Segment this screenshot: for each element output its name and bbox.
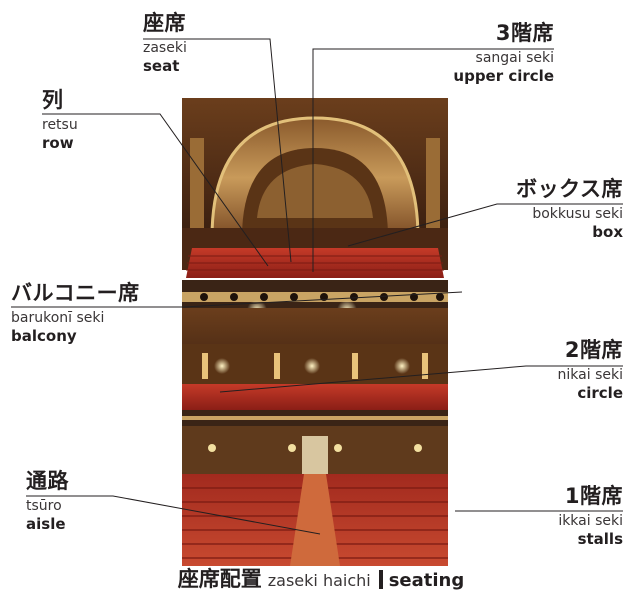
label-row: 列 retsu row <box>42 90 78 151</box>
label-aisle-romaji: tsūro <box>26 498 62 514</box>
caption-japanese: 座席配置 <box>177 567 262 591</box>
label-circle-english: circle <box>577 384 623 402</box>
label-stalls-english: stalls <box>577 530 623 548</box>
caption-divider <box>378 570 383 589</box>
label-balcony-japanese: バルコニー席 <box>11 281 140 305</box>
label-upper-circle-romaji: sangai seki <box>475 50 554 66</box>
label-seat-japanese: 座席 <box>143 11 186 35</box>
label-seat: 座席 zaseki seat <box>143 13 187 74</box>
label-balcony: バルコニー席 barukonī seki balcony <box>11 283 140 344</box>
caption-english: seating <box>388 570 465 591</box>
theatre-interior-image <box>182 98 448 566</box>
label-aisle: 通路 tsūro aisle <box>26 471 69 532</box>
label-box: ボックス席 bokkusu seki box <box>516 179 623 240</box>
label-upper-circle-japanese: 3階席 <box>495 21 554 45</box>
label-circle-romaji: nikai seki <box>557 367 623 383</box>
label-upper-circle-english: upper circle <box>453 67 554 85</box>
label-aisle-japanese: 通路 <box>26 469 69 493</box>
label-seat-romaji: zaseki <box>143 40 187 56</box>
label-balcony-english: balcony <box>11 327 77 345</box>
label-circle-japanese: 2階席 <box>564 338 623 362</box>
label-stalls-japanese: 1階席 <box>564 484 623 508</box>
label-box-romaji: bokkusu seki <box>532 206 623 222</box>
label-upper-circle: 3階席 sangai seki upper circle <box>453 23 554 84</box>
label-row-english: row <box>42 134 74 152</box>
label-box-japanese: ボックス席 <box>516 177 623 201</box>
label-row-romaji: retsu <box>42 117 78 133</box>
label-box-english: box <box>592 223 623 241</box>
label-balcony-romaji: barukonī seki <box>11 310 105 326</box>
label-stalls: 1階席 ikkai seki stalls <box>558 486 623 547</box>
label-stalls-romaji: ikkai seki <box>558 513 623 529</box>
label-seat-english: seat <box>143 57 180 75</box>
caption-romaji: zaseki haichi <box>267 571 371 590</box>
figure-caption: 座席配置 zaseki haichi seating <box>0 566 642 594</box>
label-row-japanese: 列 <box>42 88 64 112</box>
label-aisle-english: aisle <box>26 515 66 533</box>
label-circle: 2階席 nikai seki circle <box>558 340 623 401</box>
